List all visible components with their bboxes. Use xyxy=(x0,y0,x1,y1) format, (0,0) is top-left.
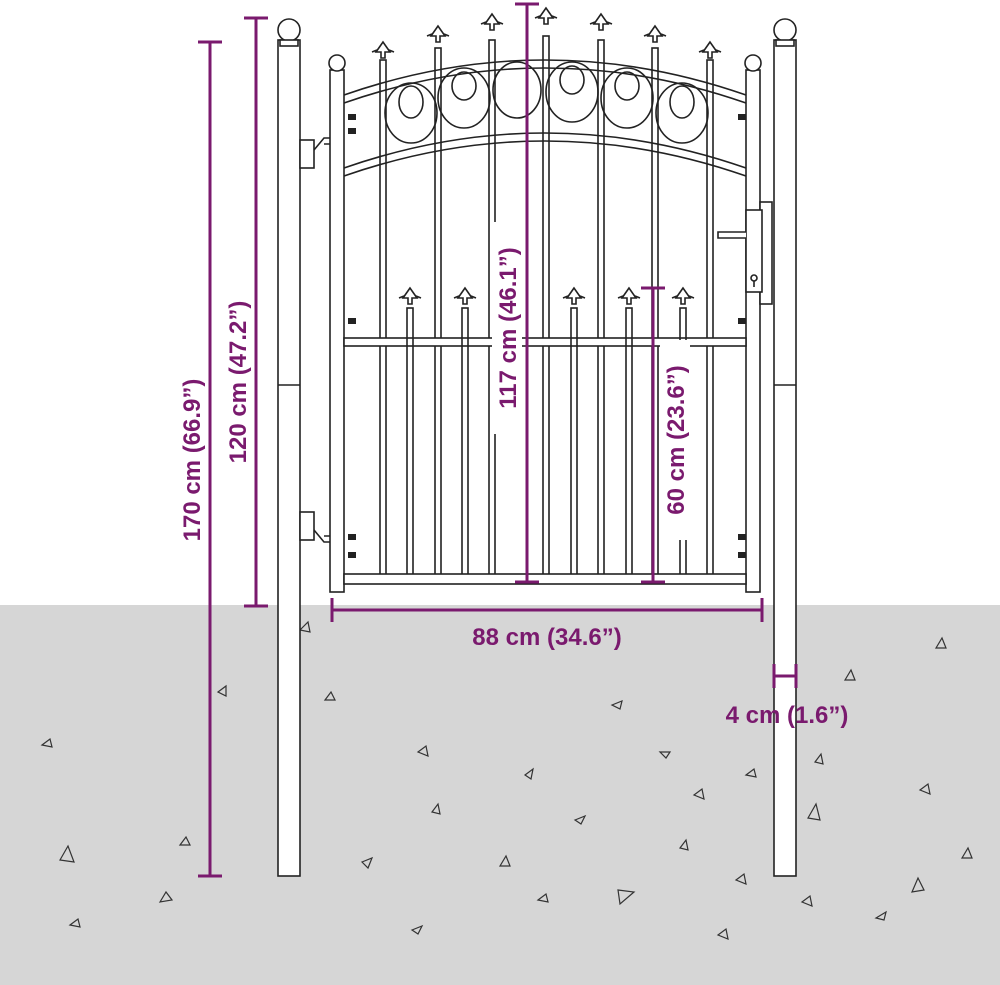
short-bars xyxy=(406,307,687,581)
pebbles xyxy=(40,620,973,940)
left-post xyxy=(277,39,301,877)
label-bg-center xyxy=(492,222,522,434)
hinge-top xyxy=(299,137,333,169)
middle-rail xyxy=(343,337,747,347)
label-bg-lower xyxy=(660,340,690,540)
center-height-label: 117 cm (46.1”) xyxy=(495,247,522,408)
right-post-finial xyxy=(773,18,797,42)
width-label: 88 cm (34.6”) xyxy=(472,624,621,651)
dimension-lines xyxy=(198,2,798,878)
ground-area xyxy=(0,605,1000,985)
gate-height-label: 120 cm (47.2”) xyxy=(225,301,252,464)
lower-height-label: 60 cm (23.6”) xyxy=(663,365,690,514)
gate-linework xyxy=(277,6,797,877)
tall-spear-tips xyxy=(371,6,722,59)
gate-right-upright xyxy=(745,69,761,593)
gate-lock xyxy=(745,201,773,305)
arch-rings xyxy=(384,61,709,144)
arch-rail-bottom xyxy=(343,132,747,169)
gate-left-upright xyxy=(329,69,345,593)
post-width-label: 4 cm (1.6”) xyxy=(726,702,849,729)
right-post xyxy=(773,39,797,877)
hinge-bottom xyxy=(299,511,333,543)
overall-height-label: 170 cm (66.9”) xyxy=(179,379,206,542)
bottom-rail xyxy=(343,573,747,585)
frame-bolts xyxy=(348,114,746,558)
arch-rail-top xyxy=(343,59,747,96)
gate-handle xyxy=(717,231,746,239)
label-bg-gate xyxy=(222,272,252,494)
short-spear-tips xyxy=(398,286,695,305)
left-post-finial xyxy=(277,18,301,42)
label-bg-overall xyxy=(176,350,206,570)
